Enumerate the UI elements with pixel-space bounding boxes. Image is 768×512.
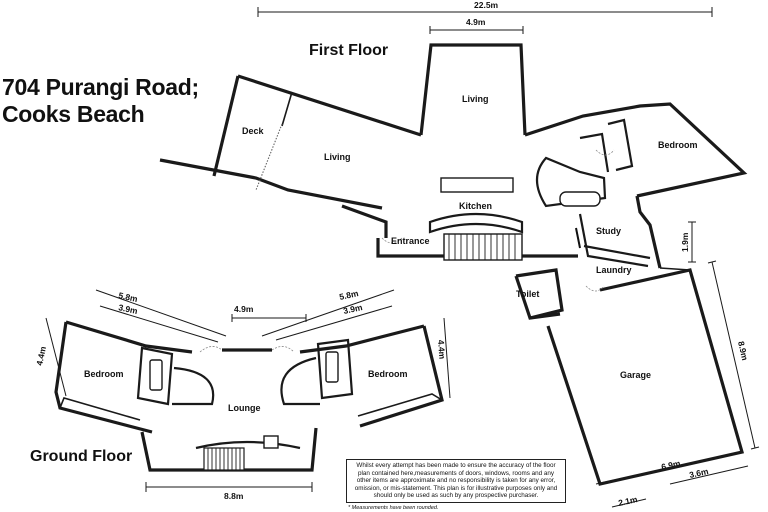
dimension-study-height: 1.9m [680, 221, 696, 263]
room-label-living-top: Living [462, 94, 489, 104]
disclaimer-box: Whilst every attempt has been made to en… [346, 459, 566, 503]
room-label-lounge: Lounge [228, 403, 261, 413]
dim-label-ground-left-outer: 5.8m [118, 290, 139, 304]
dimension-garage-door: 3.6m [669, 465, 749, 485]
entrance-stairs [443, 233, 523, 261]
room-label-bedroom-ground-right: Bedroom [368, 369, 408, 379]
dim-label-ground-left-height: 4.4m [34, 345, 48, 366]
room-label-bedroom-upper: Bedroom [658, 140, 698, 150]
door-swings [199, 149, 615, 353]
ground-stairs [203, 447, 245, 471]
first-floor-walls [159, 43, 748, 486]
dimension-garage-height: 8.9m [707, 260, 760, 450]
dim-label-ground-bottom: 8.8m [224, 491, 244, 501]
title-line-2: Cooks Beach [2, 101, 145, 127]
dimension-living-top-width: 4.9m [429, 17, 524, 34]
room-label-deck: Deck [242, 126, 265, 136]
room-label-entrance: Entrance [391, 236, 430, 246]
dimension-overall-width: 22.5m [257, 0, 713, 17]
room-label-laundry: Laundry [596, 265, 632, 275]
measurements-footnote: * Measurements have been rounded. [348, 505, 439, 511]
room-label-kitchen: Kitchen [459, 201, 492, 211]
dim-label-garage-door: 3.6m [688, 466, 709, 480]
room-label-garage: Garage [620, 370, 651, 380]
dim-label-garage-height: 8.9m [736, 340, 750, 362]
dim-label-ground-right-inner: 3.9m [342, 302, 363, 316]
dim-label-ground-left-inner: 3.9m [118, 302, 139, 316]
dim-label-garage-side: 2.1m [617, 494, 638, 508]
dim-label-ground-center: 4.9m [234, 304, 254, 314]
dimension-garage-side: 2.1m [611, 494, 647, 508]
room-label-toilet: Toilet [516, 289, 539, 299]
dim-label-ground-right-height: 4.4m [436, 339, 447, 359]
room-label-bedroom-ground-left: Bedroom [84, 369, 124, 379]
room-label-study: Study [596, 226, 621, 236]
first-floor-label: First Floor [309, 42, 389, 59]
dim-label-overall: 22.5m [474, 0, 499, 10]
dim-label-ground-right-outer: 5.8m [338, 288, 359, 302]
property-address-title: 704 Purangi Road; Cooks Beach [2, 74, 199, 128]
ground-floor-walls [45, 289, 451, 492]
dim-label-study-height: 1.9m [680, 232, 690, 252]
title-line-1: 704 Purangi Road; [2, 74, 199, 100]
dim-label-living-top: 4.9m [466, 17, 486, 27]
room-label-living-left: Living [324, 152, 351, 162]
ground-floor-label: Ground Floor [30, 448, 133, 465]
